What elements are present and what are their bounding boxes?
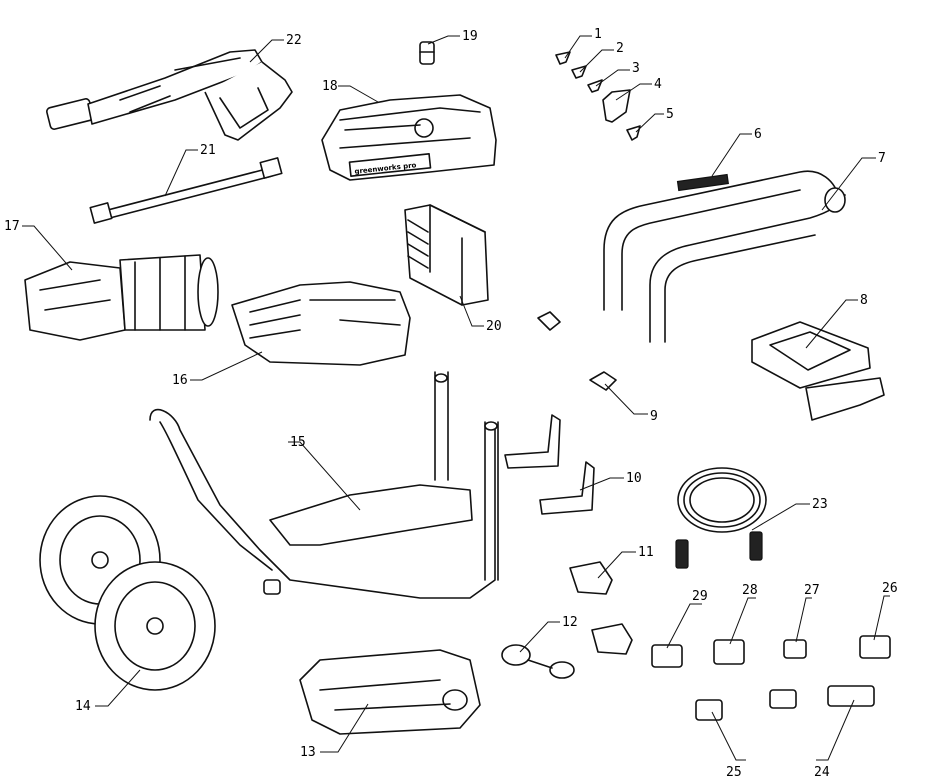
part-caps-11 <box>569 561 633 655</box>
part-wheels <box>39 495 216 691</box>
part-lance <box>89 157 283 224</box>
callout-9: 9 <box>650 409 658 424</box>
part-frame <box>149 371 499 599</box>
part-knobs <box>537 311 617 391</box>
callout-28: 28 <box>742 583 758 598</box>
callout-13: 13 <box>300 745 316 760</box>
callout-4: 4 <box>654 77 662 92</box>
callout-17: 17 <box>4 219 20 234</box>
callout-22: 22 <box>286 33 302 48</box>
callout-27: 27 <box>804 583 820 598</box>
callout-25: 25 <box>726 765 742 780</box>
part-filter-box <box>404 204 489 306</box>
part-bracket-8 <box>751 321 885 421</box>
part-spray-gun <box>46 49 293 141</box>
callout-24: 24 <box>814 765 830 780</box>
callout-5: 5 <box>666 107 674 122</box>
callout-14: 14 <box>75 699 91 714</box>
part-cap-12 <box>501 644 575 679</box>
callout-11: 11 <box>638 545 654 560</box>
callout-7: 7 <box>878 151 886 166</box>
callout-labels: 1 2 3 4 5 6 7 8 9 10 11 12 13 14 15 16 1… <box>4 27 898 780</box>
callout-10: 10 <box>626 471 642 486</box>
callout-26: 26 <box>882 581 898 596</box>
callout-12: 12 <box>562 615 578 630</box>
part-base-tray <box>299 649 481 735</box>
leader-lines <box>22 35 890 761</box>
part-housing <box>231 281 411 366</box>
part-couplers <box>651 635 891 721</box>
callout-15: 15 <box>290 435 306 450</box>
part-cover: greenworks pro <box>321 94 497 181</box>
callout-21: 21 <box>200 143 216 158</box>
part-hose <box>675 467 767 569</box>
callout-23: 23 <box>812 497 828 512</box>
part-nozzles <box>555 51 641 141</box>
callout-2: 2 <box>616 41 624 56</box>
callout-1: 1 <box>594 27 602 42</box>
callout-19: 19 <box>462 29 478 44</box>
callout-16: 16 <box>172 373 188 388</box>
part-brackets-10 <box>504 414 595 515</box>
callout-8: 8 <box>860 293 868 308</box>
callout-29: 29 <box>692 589 708 604</box>
callout-18: 18 <box>322 79 338 94</box>
part-19-fitting <box>419 41 435 65</box>
callout-3: 3 <box>632 61 640 76</box>
part-handle <box>603 170 846 343</box>
callout-20: 20 <box>486 319 502 334</box>
part-pump-motor <box>24 254 219 341</box>
callout-6: 6 <box>754 127 762 142</box>
